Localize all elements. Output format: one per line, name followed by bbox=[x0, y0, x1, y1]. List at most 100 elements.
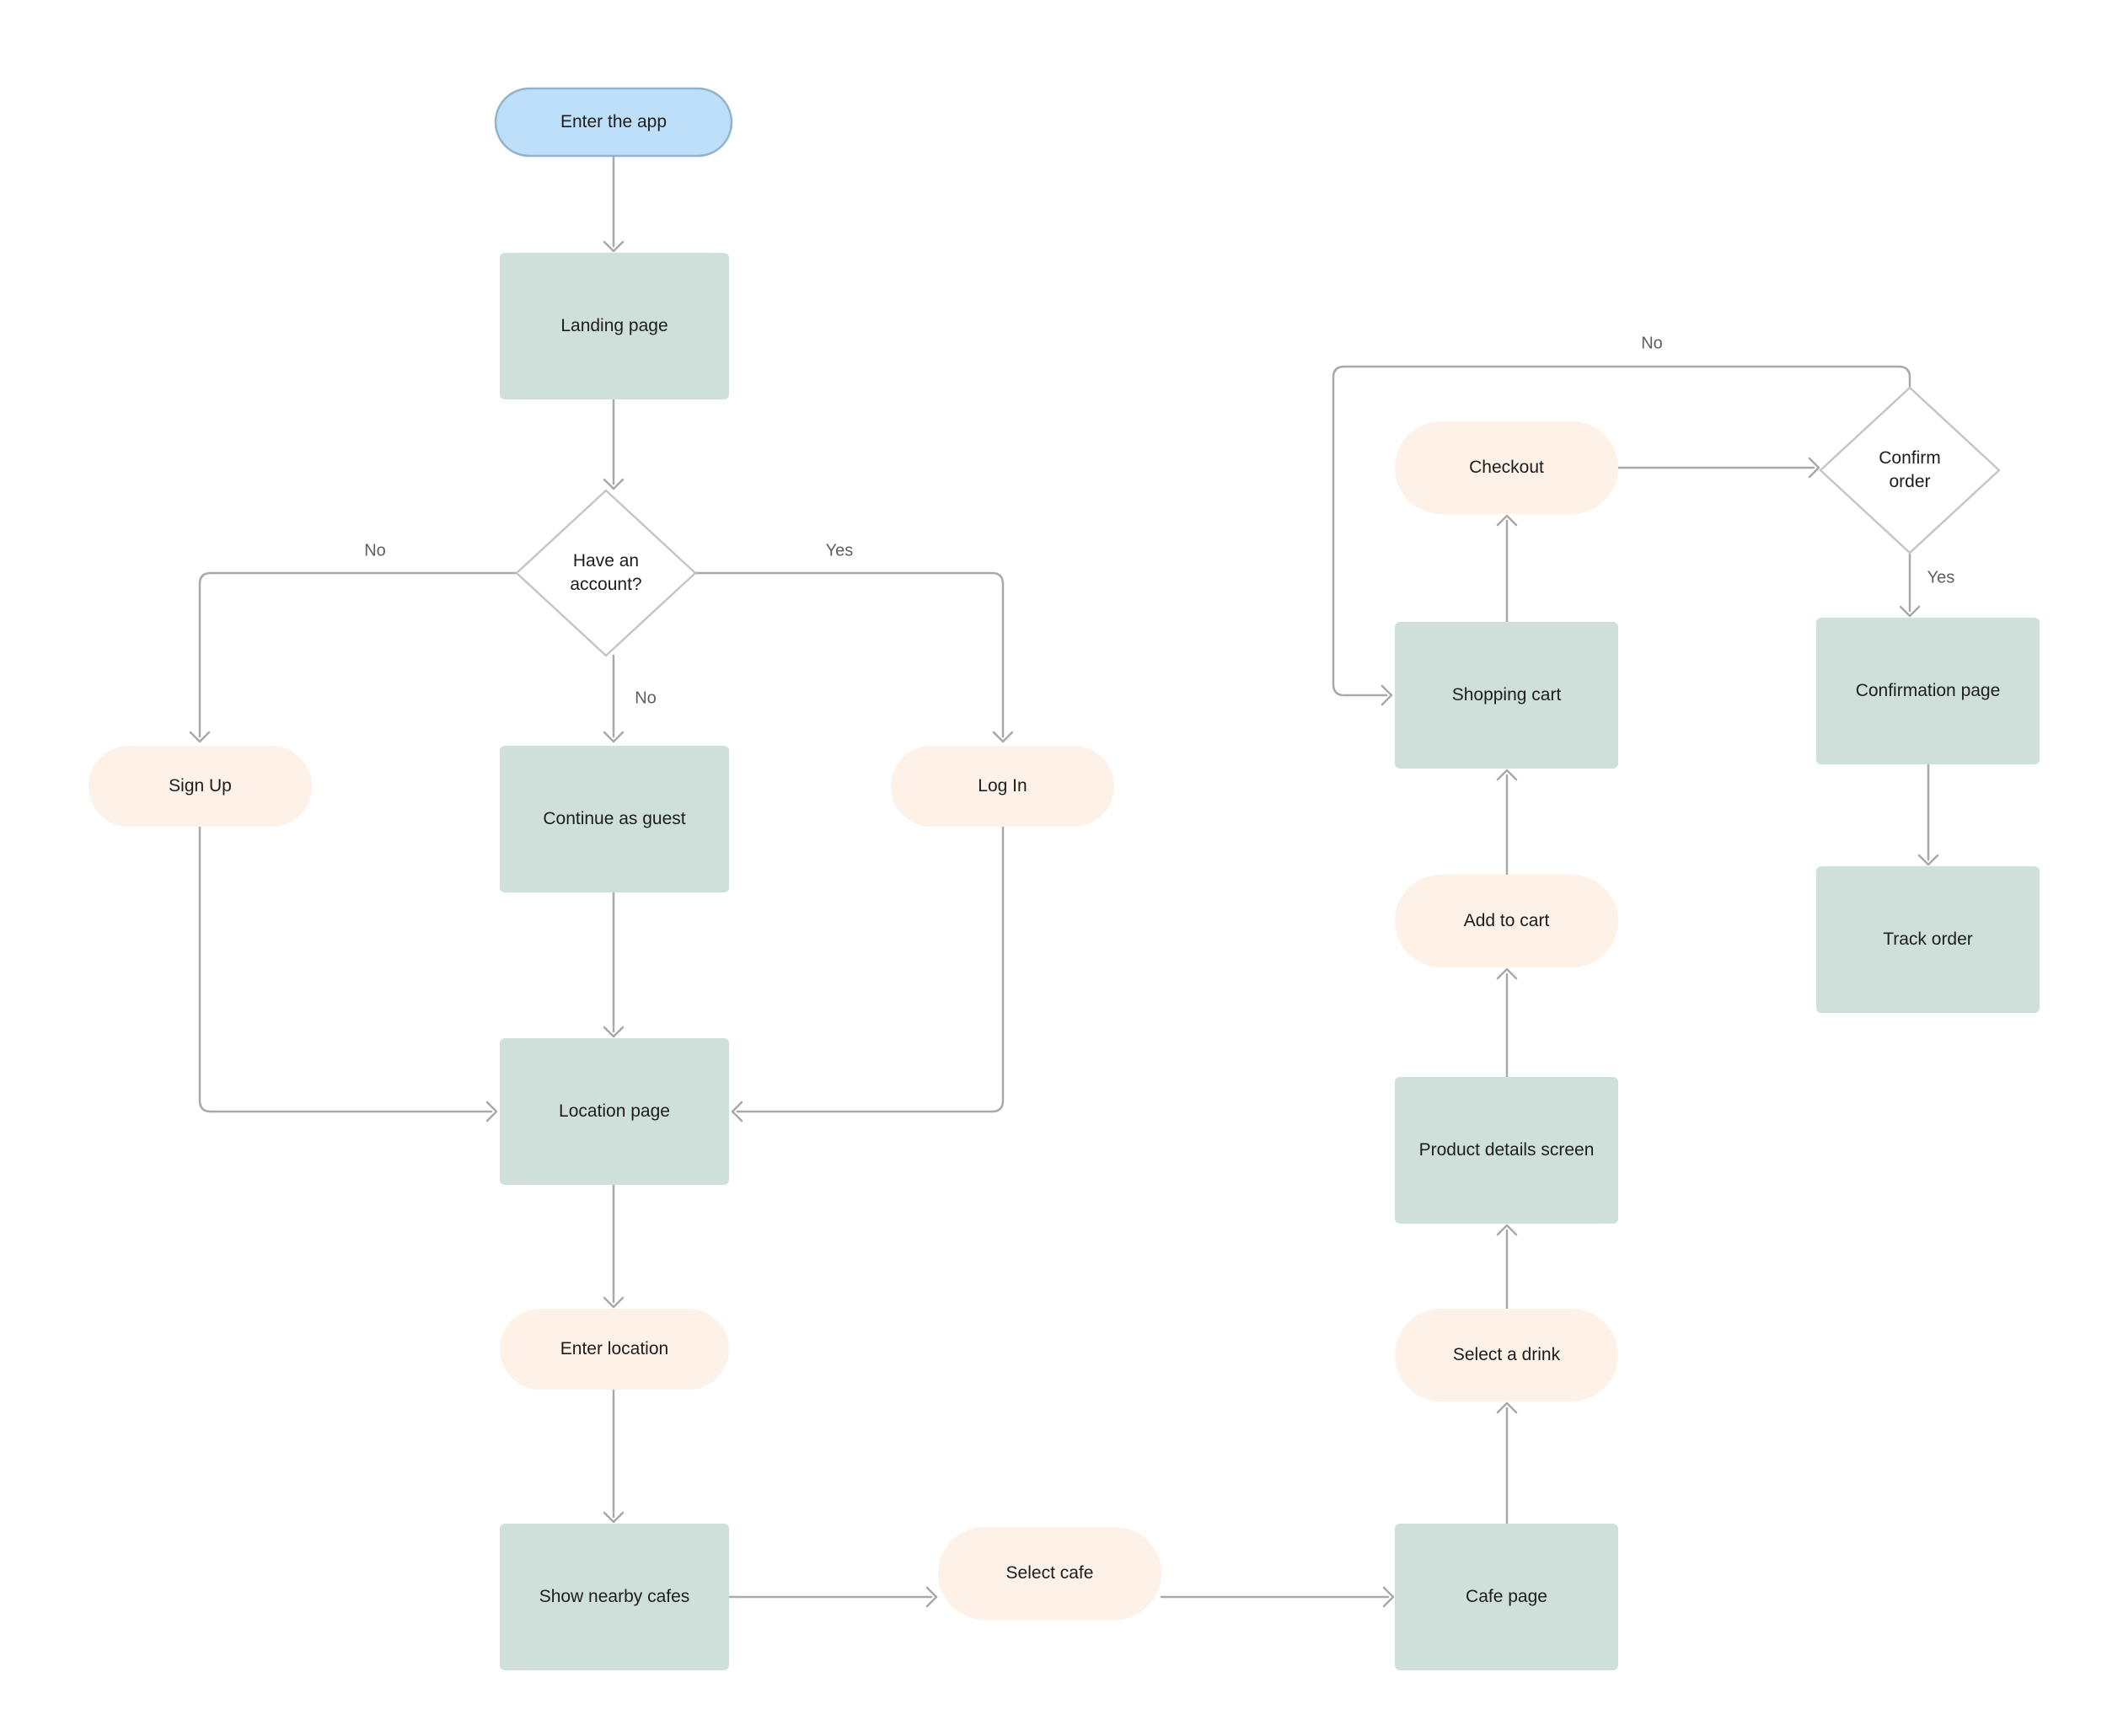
edge-confirmation-to-track_order bbox=[1917, 763, 1939, 866]
arrow-head-icon bbox=[731, 1101, 743, 1123]
node-show_cafes[interactable]: Show nearby cafes bbox=[500, 1524, 729, 1670]
node-label: Enter location bbox=[560, 1339, 668, 1358]
node-label: Sign Up bbox=[169, 776, 232, 796]
node-label: Checkout bbox=[1469, 458, 1544, 477]
arrow-head-icon bbox=[1381, 684, 1393, 706]
edge-product_details-to-add_to_cart bbox=[1496, 967, 1518, 1079]
edge-label: Yes bbox=[1927, 568, 1955, 587]
node-label: Select a drink bbox=[1453, 1345, 1561, 1364]
node-label: Confirmation page bbox=[1856, 681, 2001, 700]
edge-location_page-to-enter_location bbox=[603, 1183, 625, 1309]
node-log_in[interactable]: Log In bbox=[891, 746, 1114, 827]
arrow-head-icon bbox=[189, 731, 211, 743]
arrow-head-icon bbox=[485, 1101, 498, 1123]
node-label: Add to cart bbox=[1464, 911, 1550, 930]
node-select_cafe[interactable]: Select cafe bbox=[938, 1527, 1161, 1620]
node-label: Product details screen bbox=[1419, 1140, 1595, 1160]
node-label: Cafe page bbox=[1466, 1587, 1547, 1606]
node-location_page[interactable]: Location page bbox=[500, 1038, 729, 1185]
node-sign_up[interactable]: Sign Up bbox=[88, 746, 312, 827]
edge-sign_up-to-location_page bbox=[198, 825, 498, 1123]
start-shape bbox=[494, 87, 733, 158]
arrow-head-icon bbox=[925, 1586, 938, 1608]
arrow-head-icon bbox=[1496, 967, 1518, 980]
action-shape bbox=[500, 1309, 729, 1390]
edge-label: No bbox=[1641, 334, 1663, 352]
screen-shape bbox=[500, 1524, 729, 1670]
arrow-head-icon bbox=[603, 478, 625, 490]
node-label: Select cafe bbox=[1006, 1563, 1094, 1583]
arrow-head-icon bbox=[603, 240, 625, 253]
edge-landing_page-to-have_account bbox=[603, 398, 625, 490]
arrow-head-icon bbox=[1808, 457, 1820, 479]
node-shopping_cart[interactable]: Shopping cart bbox=[1395, 622, 1618, 769]
node-label: Enter the app bbox=[560, 112, 667, 131]
node-enter_location[interactable]: Enter location bbox=[500, 1309, 729, 1390]
node-label: Shopping cart bbox=[1452, 685, 1562, 705]
node-enter_app[interactable]: Enter the app bbox=[494, 87, 733, 158]
node-cafe_page[interactable]: Cafe page bbox=[1395, 1524, 1618, 1670]
node-confirmation[interactable]: Confirmation page bbox=[1816, 618, 2040, 764]
action-shape bbox=[1395, 1309, 1618, 1401]
edge-have_account-to-continue_guest bbox=[603, 654, 625, 743]
node-label: Track order bbox=[1883, 930, 1973, 949]
arrow-head-icon bbox=[992, 731, 1014, 743]
action-shape bbox=[1395, 421, 1618, 514]
screen-shape bbox=[500, 746, 729, 892]
node-label: Continue as guest bbox=[543, 809, 685, 828]
edge-add_to_cart-to-shopping_cart bbox=[1496, 769, 1518, 876]
edge-log_in-to-location_page bbox=[731, 825, 1005, 1123]
node-label: Show nearby cafes bbox=[539, 1587, 690, 1606]
edge-layer bbox=[189, 154, 1939, 1608]
decision-shape bbox=[515, 489, 697, 657]
screen-shape bbox=[1816, 618, 2040, 764]
edge-cafe_page-to-select_drink bbox=[1496, 1401, 1518, 1525]
screen-shape bbox=[1395, 1524, 1618, 1670]
arrow-head-icon bbox=[603, 731, 625, 743]
node-landing_page[interactable]: Landing page bbox=[500, 253, 729, 399]
action-shape bbox=[1395, 875, 1618, 967]
node-select_drink[interactable]: Select a drink bbox=[1395, 1309, 1618, 1401]
arrow-head-icon bbox=[603, 1511, 625, 1524]
node-continue_guest[interactable]: Continue as guest bbox=[500, 746, 729, 892]
edge-show_cafes-to-select_cafe bbox=[727, 1586, 938, 1608]
arrow-head-icon bbox=[1899, 605, 1921, 618]
edge-checkout-to-confirm_order bbox=[1616, 457, 1820, 479]
node-checkout[interactable]: Checkout bbox=[1395, 421, 1618, 514]
node-label: Log In bbox=[978, 776, 1027, 796]
node-track_order[interactable]: Track order bbox=[1816, 866, 2040, 1013]
node-add_to_cart[interactable]: Add to cart bbox=[1395, 875, 1618, 967]
action-shape bbox=[938, 1527, 1161, 1620]
edge-enter_app-to-landing_page bbox=[603, 154, 625, 253]
node-label: Landing page bbox=[560, 316, 667, 335]
arrow-head-icon bbox=[1496, 769, 1518, 781]
screen-shape bbox=[1816, 866, 2040, 1013]
edge-shopping_cart-to-checkout bbox=[1496, 514, 1518, 624]
edge-label: Yes bbox=[826, 541, 854, 560]
edge-label: No bbox=[635, 689, 657, 707]
edge-have_account-to-sign_up bbox=[189, 571, 518, 743]
screen-shape bbox=[1395, 1077, 1618, 1224]
arrow-head-icon bbox=[603, 1296, 625, 1309]
arrow-head-icon bbox=[1496, 1224, 1518, 1236]
action-shape bbox=[88, 746, 312, 827]
screen-shape bbox=[500, 253, 729, 399]
arrow-head-icon bbox=[1917, 854, 1939, 866]
arrow-head-icon bbox=[603, 1026, 625, 1038]
edge-continue_guest-to-location_page bbox=[603, 891, 625, 1038]
arrow-head-icon bbox=[1382, 1586, 1395, 1608]
edge-select_cafe-to-cafe_page bbox=[1160, 1586, 1395, 1608]
node-product_details[interactable]: Product details screen bbox=[1395, 1077, 1618, 1224]
action-shape bbox=[891, 746, 1114, 827]
edge-enter_location-to-show_cafes bbox=[603, 1388, 625, 1524]
decision-shape bbox=[1819, 386, 2001, 555]
edge-confirm_order-to-shopping_cart bbox=[1332, 365, 1911, 706]
arrow-head-icon bbox=[1496, 1401, 1518, 1414]
